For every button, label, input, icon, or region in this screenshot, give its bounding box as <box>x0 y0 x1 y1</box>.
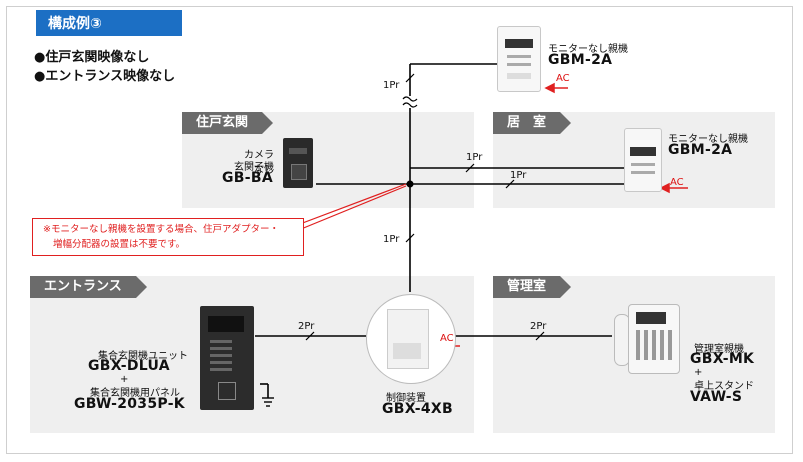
door-station-desc1: カメラなし <box>244 150 274 176</box>
door-station-model: GB-BA <box>222 170 273 186</box>
wire-label-mid: 1Pr <box>383 234 400 245</box>
guard-desc2: 卓上スタンド <box>694 381 754 392</box>
controller-desc: 制御装置 <box>386 393 426 404</box>
guard-desc1: 管理室親機 <box>694 344 744 355</box>
guard-model2: VAW-S <box>690 389 743 405</box>
zone-label-entrance-text: エントランス <box>44 279 122 294</box>
wire-label-entrance: 2Pr <box>298 321 315 332</box>
room-monitor-device <box>624 128 662 192</box>
ac-label-room: AC <box>670 177 684 188</box>
zone-label-entry: 住戸玄関 <box>182 112 274 134</box>
door-station-device <box>283 138 313 188</box>
top-monitor-device <box>497 26 541 92</box>
entrance-plus: + <box>120 374 129 385</box>
room-monitor-desc: モニターなし親機 <box>668 134 748 145</box>
guard-model1: GBX-MK <box>690 351 755 367</box>
zone-label-living: 居 室 <box>493 112 572 134</box>
wire-label-office: 2Pr <box>530 321 547 332</box>
bullet-no-entrance-video: ●エントランス映像なし <box>34 69 176 84</box>
zone-label-office: 管理室 <box>493 276 572 298</box>
top-monitor-model: GBM-2A <box>548 52 613 68</box>
wire-label-top: 1Pr <box>383 80 400 91</box>
wire-label-room: 1Pr <box>510 170 527 181</box>
guard-station-device <box>614 304 680 376</box>
controller-model: GBX-4XB <box>382 401 453 417</box>
guard-plus: + <box>694 367 703 378</box>
page-title: 構成例③ <box>36 10 182 36</box>
entrance-model2: GBW-2035P-K <box>74 396 185 412</box>
note-box: ※モニターなし親機を設置する場合、住戸アダプター・ 増幅分配器の設置は不要です。 <box>32 218 304 256</box>
entrance-desc1: 集合玄関機ユニット <box>98 351 188 362</box>
ac-label-controller: AC <box>440 333 454 344</box>
note-line2: 増幅分配器の設置は不要です。 <box>53 239 186 250</box>
bullet-no-entry-video: ●住戸玄関映像なし <box>34 50 150 65</box>
zone-label-entry-text: 住戸玄関 <box>196 115 249 130</box>
room-monitor-model: GBM-2A <box>668 142 733 158</box>
zone-label-entrance: エントランス <box>30 276 147 298</box>
top-monitor-desc: モニターなし親機 <box>548 44 628 55</box>
door-station-desc2: 玄関子機 <box>234 162 274 173</box>
zone-label-office-text: 管理室 <box>507 279 547 294</box>
note-line1: ※モニターなし親機を設置する場合、住戸アダプター・ <box>43 224 279 235</box>
ac-label-top: AC <box>556 73 570 84</box>
zone-label-living-text: 居 室 <box>507 115 547 130</box>
outer-frame <box>6 6 793 454</box>
controller-device <box>366 294 456 384</box>
entrance-panel-device <box>200 306 254 410</box>
entrance-desc2: 集合玄関機用パネル <box>90 388 180 399</box>
entrance-model1: GBX-DLUA <box>88 358 170 374</box>
wire-label-entry: 1Pr <box>466 152 483 163</box>
